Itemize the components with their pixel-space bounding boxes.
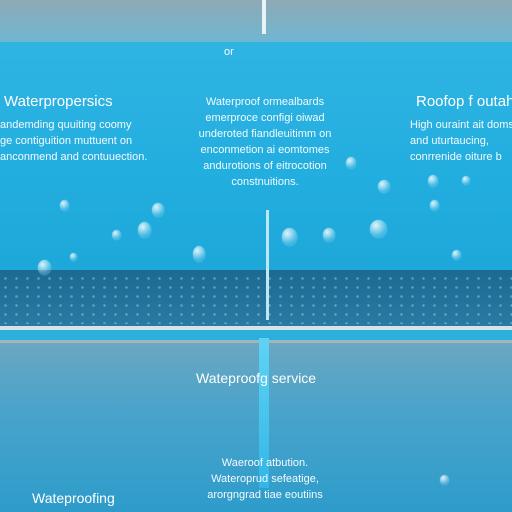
center-panel-body: Waterproof ormealbards emerproce configi… [185,94,345,190]
center-panel-line: andurotions of eitrocotion [203,160,327,172]
water-droplet [70,253,77,261]
left-panel-line: andemding quuiting coomy [0,119,132,131]
water-droplet [282,228,297,246]
upper-water-panel [0,42,512,270]
water-droplet [138,222,151,238]
center-panel-line: emerproce configi oiwad [205,112,325,124]
water-surface-band [0,270,512,328]
water-droplet [428,175,438,187]
center-divider-post [266,210,269,320]
lower-panel [0,343,512,512]
water-droplet [378,180,390,193]
divider-rail [0,326,512,330]
top-label: or [224,46,234,58]
bottom-center-body: Waeroof atbution. Wateroprud sefeatige, … [180,455,350,503]
bottom-left-title: Wateproofing [32,490,115,506]
right-panel-line: High ouraint ait doms [410,119,512,131]
service-heading: Wateproofg service [196,370,317,386]
left-panel-line: anconmend and contuuection. [0,151,148,163]
center-panel-line: enconmetion ai eomtomes [200,144,330,156]
right-panel-title: Roofop f outah [416,93,512,110]
bottom-center-line: arorgngrad tiae eoutiins [207,489,323,501]
water-droplet [112,230,121,240]
water-droplet [370,220,387,238]
water-droplet [152,203,164,217]
water-droplet [430,200,439,211]
center-panel-line: underoted fiandleuitimm on [198,128,332,140]
water-droplet [440,475,449,485]
center-panel-line: Waterproof ormealbards [205,96,325,108]
water-droplet [38,260,51,275]
left-panel-line: ge contiguition muttuent on [0,135,133,147]
top-strip [0,0,512,42]
droplet-texture [0,274,512,324]
center-panel-line: constnuitions. [231,176,299,188]
water-droplet [193,246,205,262]
water-droplet [462,176,470,185]
right-panel-body: High ouraint ait doms and uturtaucing, c… [410,117,512,165]
left-panel-body: andemding quuiting coomy ge contiguition… [0,117,150,165]
right-panel-line: and uturtaucing, [410,135,489,147]
divider-rail-shadow [0,340,512,343]
top-divider-post [262,0,266,34]
water-droplet [60,200,69,211]
bottom-center-line: Waeroof atbution. [221,457,309,469]
water-droplet [323,228,335,242]
left-panel-title: Waterpropersics [4,93,113,110]
water-droplet [346,157,356,169]
water-droplet [452,250,461,260]
light-beam [259,338,269,488]
right-panel-line: conrrenide oiture b [410,151,502,163]
bottom-center-line: Wateroprud sefeatige, [211,473,319,485]
